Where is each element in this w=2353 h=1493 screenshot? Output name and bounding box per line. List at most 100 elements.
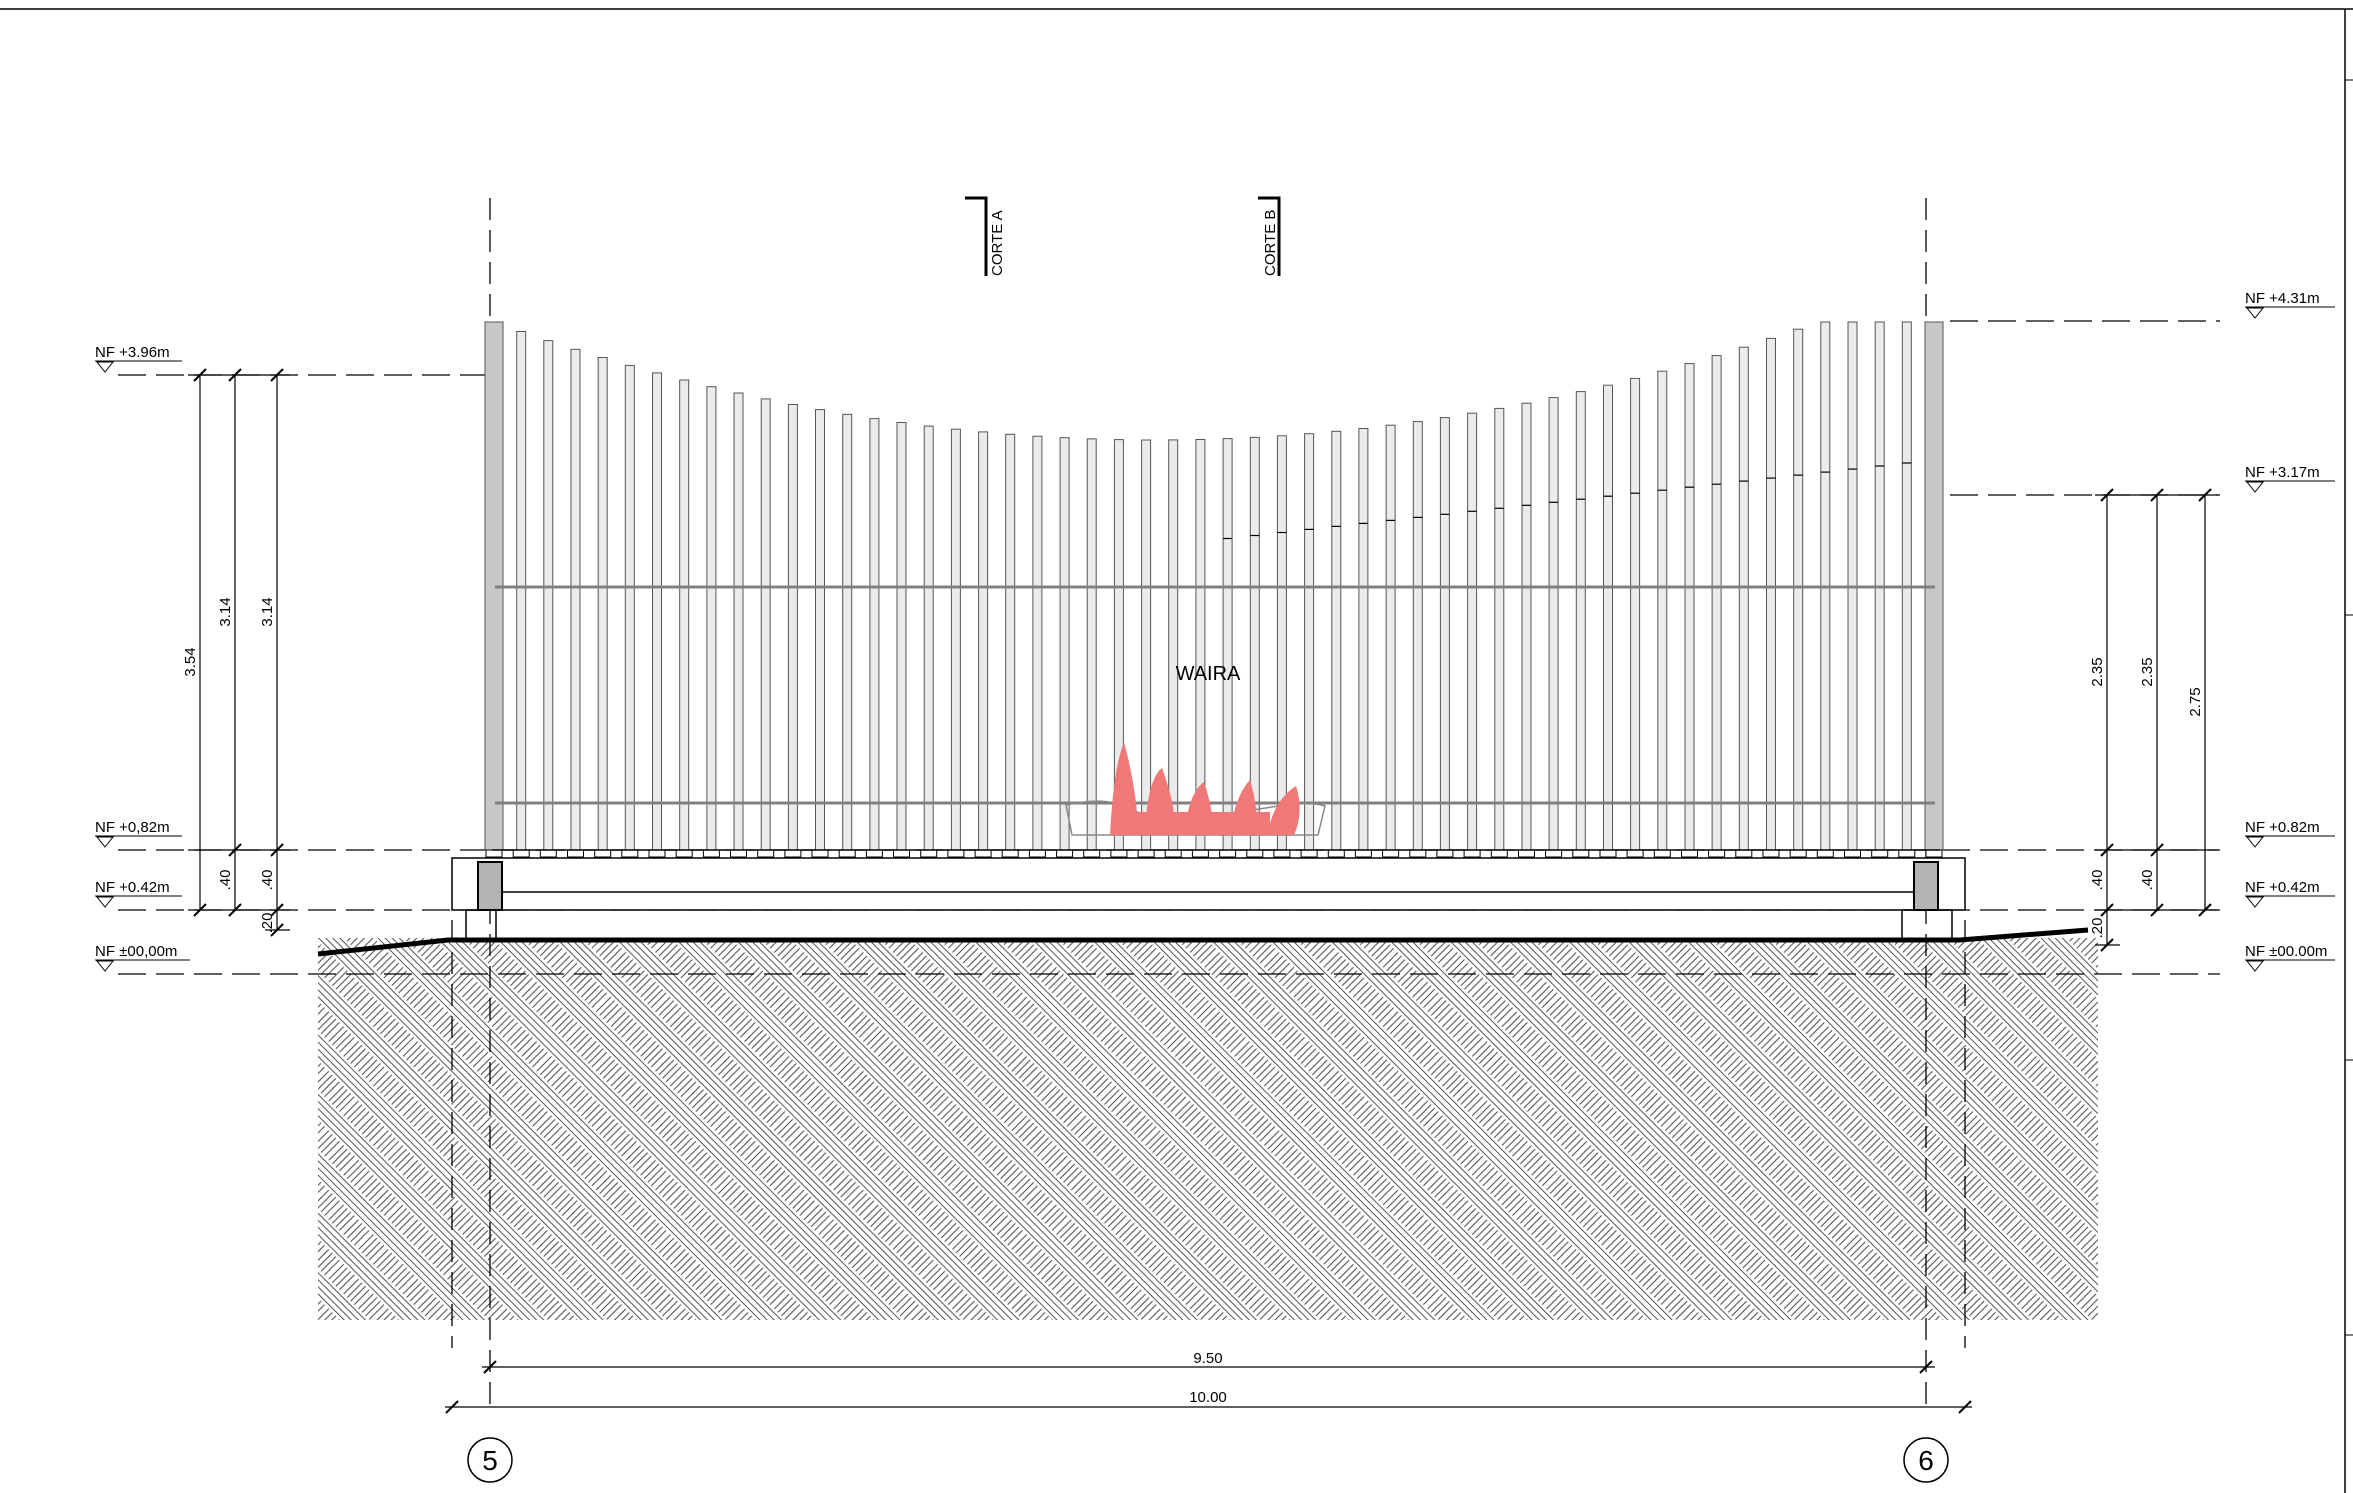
post-base — [757, 849, 775, 858]
drawing-title: WAIRA — [1176, 663, 1241, 685]
vertical-post — [869, 418, 880, 851]
horizontal-rails — [492, 585, 1940, 851]
level-marker-right-317: NF +3.17m — [2245, 464, 2335, 493]
vertical-post — [815, 409, 825, 851]
right-dim-275: 2.75 — [2187, 687, 2204, 716]
vertical-post — [1005, 433, 1016, 851]
post-base — [1110, 849, 1128, 858]
section-mark-b-label: CORTE B — [1262, 210, 1279, 276]
vertical-post — [679, 379, 690, 851]
post-base — [838, 849, 856, 858]
grid-axis-bubble-5: 5 — [467, 1437, 513, 1483]
post-base — [865, 849, 883, 858]
level-label-left-042: NF +0.42m — [95, 879, 170, 896]
vertical-post — [1304, 433, 1315, 851]
level-marker-right-082: NF +0.82m — [2245, 819, 2335, 848]
post-base — [1409, 849, 1427, 858]
post-base — [784, 849, 802, 858]
post-base — [1436, 849, 1454, 858]
vertical-post — [1738, 346, 1749, 851]
vertical-post — [842, 413, 853, 851]
post-base — [567, 849, 584, 858]
level-marker-right-042: NF +0.42m — [2245, 879, 2335, 908]
right-dim-235-a: 2.35 — [2089, 657, 2106, 686]
level-label-left-000: NF ±00,00m — [95, 943, 177, 960]
post-base — [1898, 849, 1916, 858]
post-base — [1083, 849, 1101, 858]
vertical-post — [1603, 384, 1613, 851]
sheet-frame — [0, 8, 2353, 1493]
level-label-right-431: NF +4.31m — [2245, 290, 2320, 307]
vertical-post — [1575, 391, 1586, 851]
post-base — [1354, 849, 1372, 858]
vertical-post — [1657, 370, 1668, 851]
vertical-post — [1684, 363, 1695, 851]
right-dim-040-b: .40 — [2139, 870, 2156, 891]
vertical-post — [787, 404, 798, 851]
post-base — [1681, 849, 1698, 858]
left-dim-040-a: .40 — [217, 870, 234, 891]
level-label-right-000: NF ±00.00m — [2245, 943, 2327, 960]
post-base — [1490, 849, 1508, 858]
post-base — [1708, 849, 1726, 858]
post-base — [1925, 849, 1943, 858]
post-base — [648, 849, 666, 858]
vertical-post — [1222, 438, 1233, 851]
vertical-post — [978, 431, 989, 851]
section-mark-b: CORTE B — [1258, 196, 1281, 276]
ground-line — [317, 927, 2089, 957]
right-dim-235-b: 2.35 — [2139, 657, 2156, 686]
post-base — [1599, 849, 1617, 858]
left-dim-040-b: .40 — [259, 870, 276, 891]
left-dim-354: 3.54 — [182, 647, 199, 676]
post-base — [621, 849, 639, 858]
post-base — [1518, 849, 1535, 858]
post-base — [1816, 849, 1834, 858]
post-base — [1626, 849, 1644, 858]
vertical-post — [1630, 377, 1641, 851]
post-base — [947, 849, 965, 858]
post-base — [702, 849, 720, 858]
grid-axis-label-6: 6 — [1918, 1445, 1934, 1476]
vertical-post — [1766, 337, 1776, 851]
section-mark-a-label: CORTE A — [989, 210, 1006, 276]
level-label-left-082: NF +0,82m — [95, 819, 170, 836]
soil-hatch — [318, 938, 2098, 1320]
left-dim-314-a: 3.14 — [217, 597, 234, 626]
vertical-posts — [484, 321, 1944, 858]
level-marker-left-042: NF +0.42m — [95, 879, 182, 908]
post-base — [893, 849, 910, 858]
vertical-post — [1168, 439, 1179, 851]
left-dim-020: .20 — [259, 913, 276, 934]
vertical-post — [597, 357, 608, 851]
level-marker-left-000: NF ±00,00m — [95, 943, 190, 972]
post-base — [1327, 849, 1345, 858]
vertical-post — [1412, 421, 1423, 851]
vertical-post — [896, 422, 907, 851]
post-base — [1273, 849, 1291, 858]
vertical-post — [1032, 435, 1043, 851]
post-base — [1871, 849, 1889, 858]
right-dim-020: .20 — [2089, 918, 2106, 939]
post-base — [1137, 849, 1155, 858]
post-base — [539, 849, 557, 858]
vertical-post — [923, 425, 934, 851]
vertical-post — [733, 392, 744, 851]
level-label-left-396: NF +3.96m — [95, 344, 170, 361]
vertical-post — [516, 331, 527, 851]
post-base — [1164, 849, 1182, 858]
post-base — [1191, 849, 1209, 858]
vertical-post — [652, 372, 662, 851]
level-marker-right-431: NF +4.31m — [2245, 290, 2335, 319]
vertical-post — [760, 398, 771, 851]
right-dimension-lines — [2095, 488, 2218, 952]
post-base — [512, 849, 530, 858]
vertical-post — [1385, 424, 1396, 851]
post-base — [1382, 849, 1400, 858]
vertical-post — [950, 428, 961, 851]
post-base — [1246, 849, 1264, 858]
vertical-post — [570, 348, 581, 851]
right-pier — [1913, 861, 1939, 911]
post-base — [920, 849, 938, 858]
post-base — [1001, 849, 1019, 858]
